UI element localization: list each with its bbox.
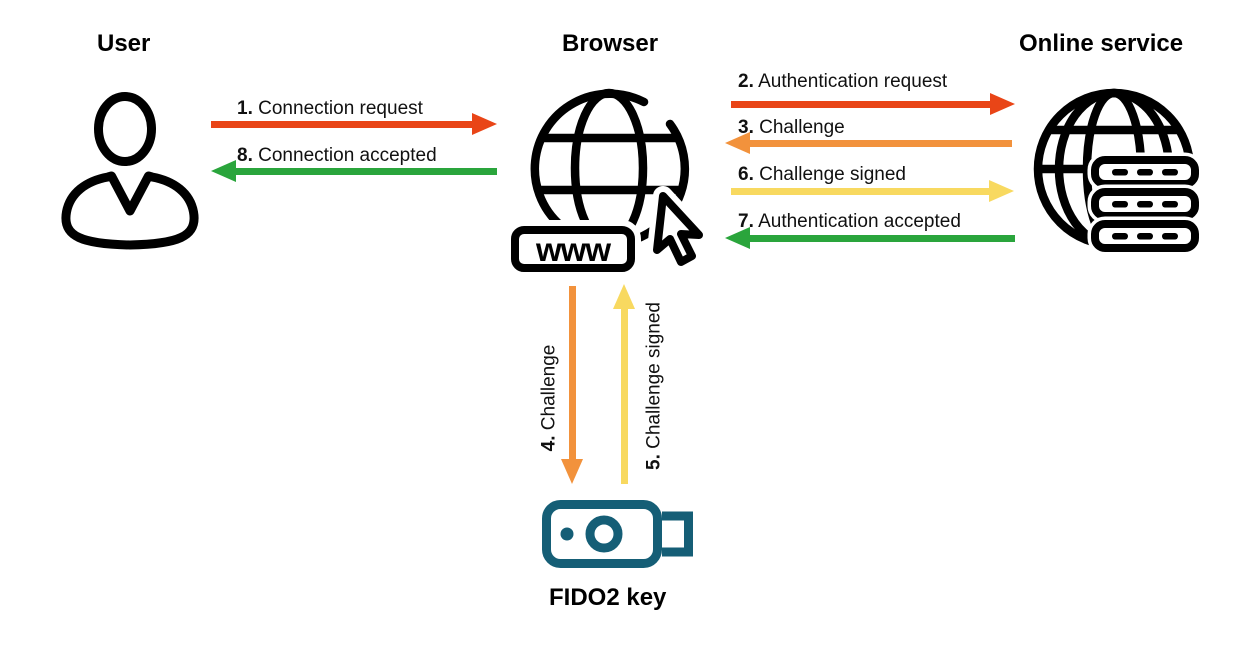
- arrow-2-authentication-request: [731, 93, 1015, 115]
- arrow-3-challenge: [725, 132, 1012, 154]
- node-title-browser: Browser: [562, 30, 659, 57]
- www-label: www: [535, 231, 611, 268]
- arrow-4-label: 4. Challenge: [538, 344, 560, 452]
- arrow-2-label: 2. Authentication request: [738, 71, 948, 92]
- globe-servers-icon: [1033, 88, 1203, 256]
- arrow-7-authentication-accepted: [725, 227, 1015, 249]
- arrow-8-label: 8. Connection accepted: [237, 145, 437, 166]
- node-title-user: User: [97, 30, 151, 57]
- arrow-1-label: 1. Connection request: [237, 98, 423, 119]
- node-title-online-service: Online service: [1019, 30, 1184, 57]
- arrow-5-challenge-signed: [613, 284, 635, 484]
- arrow-4-challenge: [561, 286, 583, 484]
- server-stack-icon: [1087, 152, 1203, 256]
- usb-security-key-icon: [542, 500, 693, 568]
- arrow-7-label: 7. Authentication accepted: [738, 211, 961, 232]
- arrow-6-label: 6. Challenge signed: [738, 164, 906, 185]
- node-title-fido2-key: FIDO2 key: [549, 584, 667, 611]
- arrow-5-label: 5. Challenge signed: [643, 302, 665, 470]
- arrow-8-connection-accepted: [211, 160, 497, 182]
- globe-www-cursor-icon: www: [505, 88, 709, 278]
- arrow-6-challenge-signed: [731, 180, 1014, 202]
- person-icon: [61, 92, 199, 250]
- arrow-1-connection-request: [211, 113, 497, 135]
- cursor-pointer-icon: [653, 192, 703, 266]
